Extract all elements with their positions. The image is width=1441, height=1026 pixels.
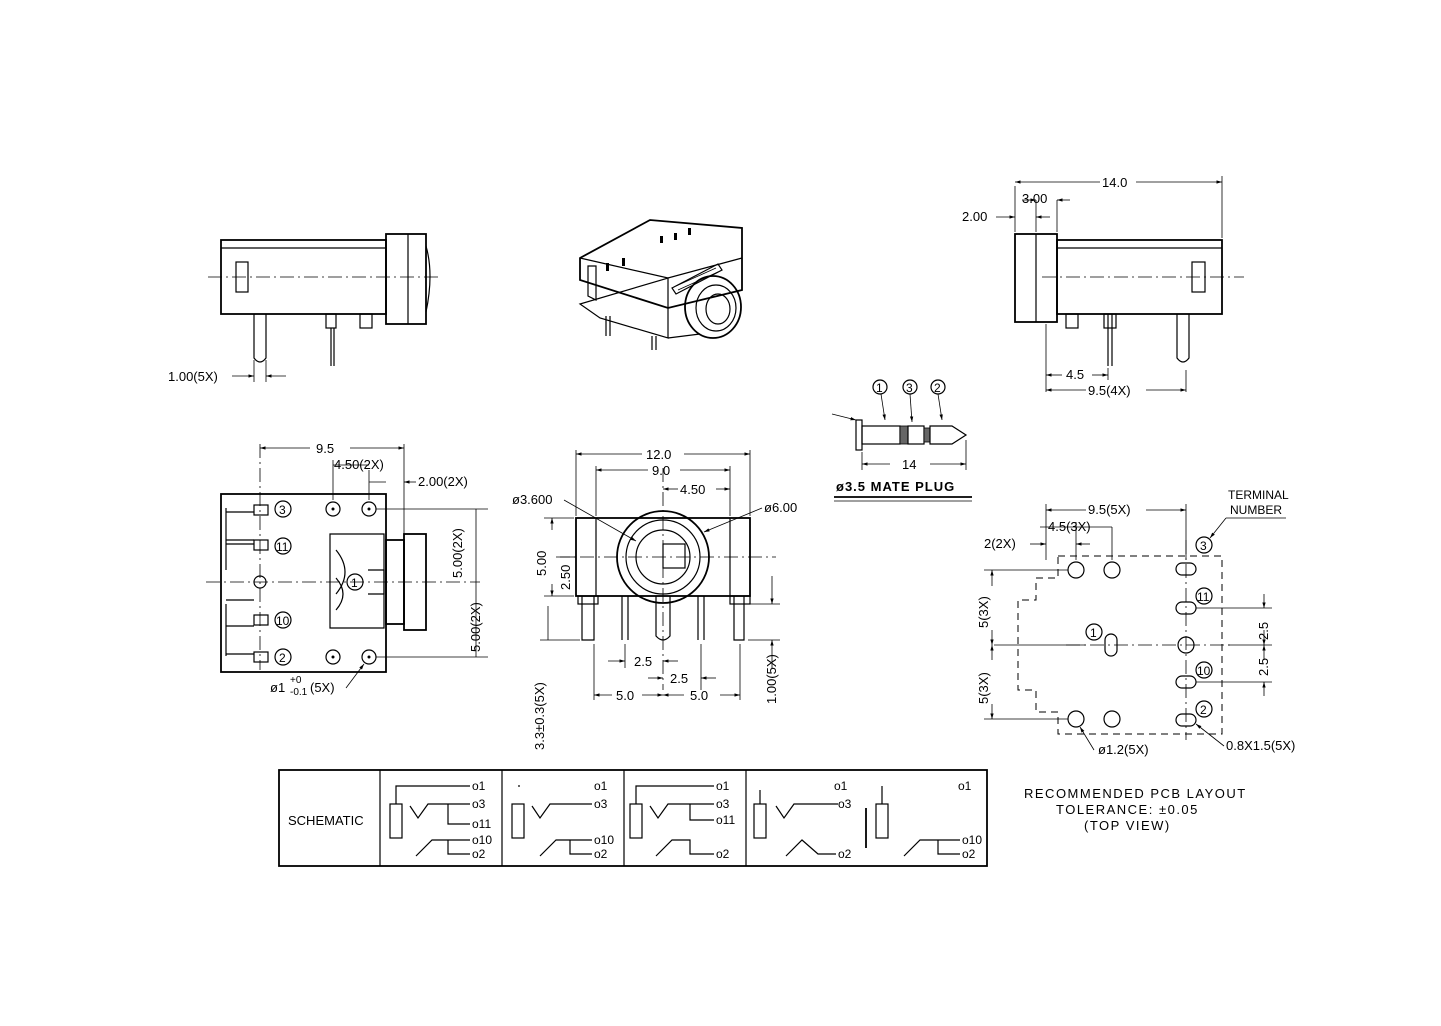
pcb-pin-1: 1 xyxy=(1090,626,1097,640)
right-300-dim: 3.00 xyxy=(1022,191,1047,206)
bv-pin-1: 1 xyxy=(351,576,358,590)
schematic-table: SCHEMATIC o1 o3 o11 o10 o2 o1 o3 o10 o2 xyxy=(278,769,988,867)
bv-500a-dim: 5.00(2X) xyxy=(450,528,465,578)
schematic-cell-1: o1 o3 o11 o10 o2 xyxy=(389,779,492,861)
fv-dia3600: ø3.600 xyxy=(512,492,552,507)
schematic-label: SCHEMATIC xyxy=(288,813,364,828)
pcb-95-dim: 9.5(5X) xyxy=(1088,502,1131,517)
left-side-view: 1.00(5X) xyxy=(168,233,442,384)
fv-dia600: ø6.00 xyxy=(764,500,797,515)
schematic-cell-3: o1 o3 o11 o2 xyxy=(629,779,735,861)
pcb-hole-dim: ø1.2(5X) xyxy=(1098,742,1149,757)
s2-t2: o2 xyxy=(594,847,608,861)
fv-100-dim: 1.00(5X) xyxy=(764,654,779,704)
bottom-view: 3 11 10 2 1 9.5 4.50(2X) 2.00(2X) 5.00(2… xyxy=(206,441,488,698)
plug-pin-1: 1 xyxy=(876,381,883,395)
s4-t1: o1 xyxy=(834,779,848,793)
pcb-terminal-title-2: NUMBER xyxy=(1230,503,1282,517)
pcb-45-dim: 4.5(3X) xyxy=(1048,519,1091,534)
bv-200-dim: 2.00(2X) xyxy=(418,474,468,489)
bv-pin-11: 11 xyxy=(276,540,289,554)
pcb-slot-dim: 0.8X1.5(5X) xyxy=(1226,738,1295,753)
pcb-2-dim: 2(2X) xyxy=(984,536,1016,551)
s4-t2: o2 xyxy=(838,847,852,861)
fv-500-dim: 5.00 xyxy=(534,551,549,576)
s2-t1: o1 xyxy=(594,779,608,793)
schematic-cell-4: o1 o3 o2 xyxy=(753,779,852,861)
pcb-pin-2: 2 xyxy=(1200,703,1207,717)
right-45-dim: 4.5 xyxy=(1066,367,1084,382)
bv-500b-dim: 5.00(2X) xyxy=(468,602,483,652)
s1-t11: o11 xyxy=(472,817,491,831)
plug-pin-3: 3 xyxy=(906,381,913,395)
pcb-5b-dim: 5(3X) xyxy=(976,672,991,704)
s3-t3: o3 xyxy=(716,797,730,811)
pcb-note-2: TOLERANCE: ±0.05 xyxy=(1056,802,1199,817)
pcb-5a-dim: 5(3X) xyxy=(976,596,991,628)
bv-hole-dim: ø1 xyxy=(270,680,285,695)
fv-25b-dim: 2.5 xyxy=(670,671,688,686)
fv-450-dim: 4.50 xyxy=(680,482,705,497)
pcb-pin-11: 11 xyxy=(1197,590,1210,604)
bv-pin-3: 3 xyxy=(279,503,286,517)
s1-t1: o1 xyxy=(472,779,486,793)
schematic-cell-5: o1 o10 o2 xyxy=(865,779,982,861)
right-total-dim: 14.0 xyxy=(1102,175,1127,190)
s3-t1: o1 xyxy=(716,779,730,793)
bv-hole-tol-up: +0 xyxy=(290,675,302,686)
fv-120-dim: 12.0 xyxy=(646,447,671,462)
bv-pin-10: 10 xyxy=(276,614,290,628)
s5-t1: o1 xyxy=(958,779,972,793)
fv-90-dim: 9.0 xyxy=(652,463,670,478)
s3-t11: o11 xyxy=(716,813,735,827)
bv-95-dim: 9.5 xyxy=(316,441,334,456)
s1-t2: o2 xyxy=(472,847,486,861)
pcb-25a-dim: 2.5 xyxy=(1256,622,1271,640)
pcb-layout: 1 3 11 10 2 TERMINAL NUMBER 9.5(5X) 4.5(… xyxy=(976,488,1295,833)
right-95-dim: 9.5(4X) xyxy=(1088,383,1131,398)
pcb-note-1: RECOMMENDED PCB LAYOUT xyxy=(1024,786,1247,801)
mate-plug: 14 1 3 2 ø3.5 MATE PLUG xyxy=(831,379,972,502)
fv-250v-dim: 2.50 xyxy=(558,565,573,590)
pcb-note-3: (TOP VIEW) xyxy=(1084,818,1171,833)
isometric-view xyxy=(578,219,743,350)
bv-450-dim: 4.50(2X) xyxy=(334,457,384,472)
pcb-pin-3: 3 xyxy=(1200,539,1207,553)
bv-hole-tol-dn: -0.1 xyxy=(290,687,308,698)
s5-t10: o10 xyxy=(962,833,982,847)
pcb-pin-10: 10 xyxy=(1197,664,1211,678)
s1-t10: o10 xyxy=(472,833,492,847)
s2-t10: o10 xyxy=(594,833,614,847)
plug-title: ø3.5 MATE PLUG xyxy=(836,479,955,494)
fv-50a-dim: 5.0 xyxy=(616,688,634,703)
fv-33-dim: 3.3±0.3(5X) xyxy=(532,682,547,750)
fv-50b-dim: 5.0 xyxy=(690,688,708,703)
pcb-terminal-title-1: TERMINAL xyxy=(1228,488,1289,502)
fv-25a-dim: 2.5 xyxy=(634,654,652,669)
bv-hole-count: (5X) xyxy=(310,680,335,695)
schematic-cell-2: o1 o3 o10 o2 xyxy=(511,779,614,861)
plug-length-dim: 14 xyxy=(902,457,916,472)
s3-t2: o2 xyxy=(716,847,730,861)
front-view: 12.0 9.0 4.50 ø3.600 ø6.00 5.00 2.50 3.3… xyxy=(512,447,797,750)
left-pin-width-dim: 1.00(5X) xyxy=(168,369,218,384)
s1-t3: o3 xyxy=(472,797,486,811)
pcb-25b-dim: 2.5 xyxy=(1256,658,1271,676)
s2-t3: o3 xyxy=(594,797,608,811)
right-side-view: 14.0 3.00 2.00 4.5 9.5(4X) xyxy=(962,175,1244,398)
s4-t3: o3 xyxy=(838,797,852,811)
s5-t2: o2 xyxy=(962,847,976,861)
bv-pin-2: 2 xyxy=(279,651,286,665)
right-200-dim: 2.00 xyxy=(962,209,987,224)
plug-pin-2: 2 xyxy=(934,381,941,395)
